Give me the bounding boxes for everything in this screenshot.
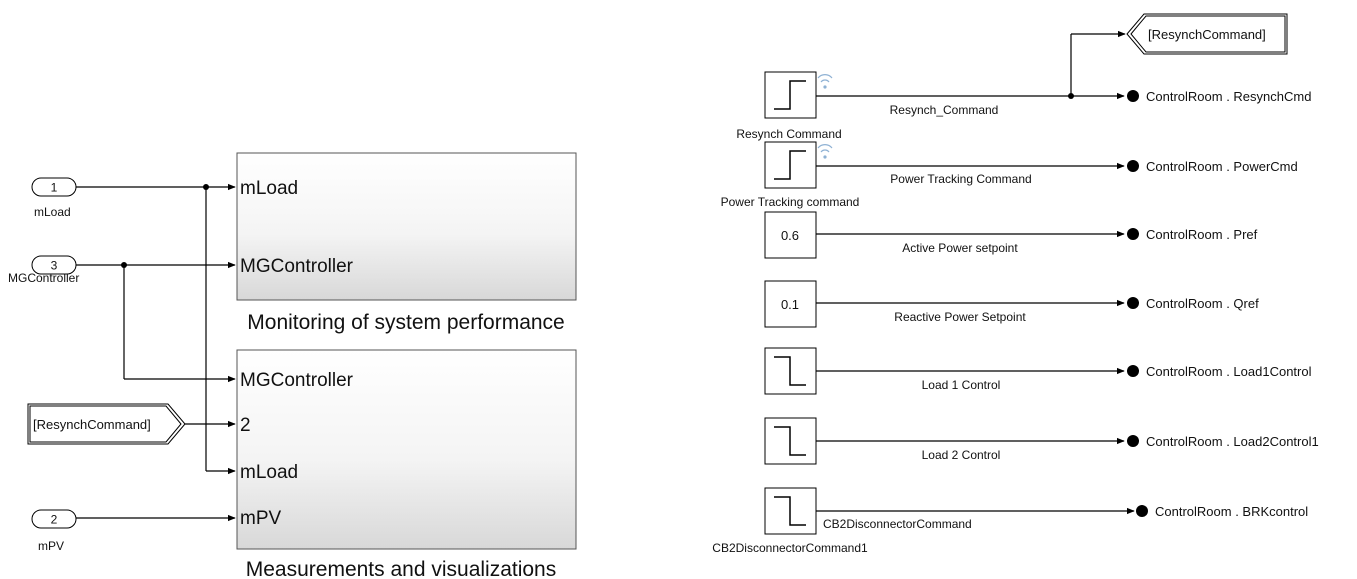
signal-label-active-power: Active Power setpoint — [902, 241, 1018, 255]
signal-label-load1: Load 1 Control — [922, 378, 1001, 392]
goto-block-resynchcommand[interactable]: [ResynchCommand] — [1126, 13, 1288, 55]
svg-text:2: 2 — [51, 513, 58, 527]
destination-dot — [1127, 90, 1139, 102]
destination-dot — [1127, 297, 1139, 309]
inport-label-mload: mLoad — [34, 205, 71, 219]
destination-dot — [1127, 435, 1139, 447]
wireless-icon — [817, 144, 833, 159]
destination-dot — [1127, 228, 1139, 240]
branch-point — [1068, 93, 1074, 99]
svg-text:0.1: 0.1 — [781, 297, 799, 312]
signal-label-power-tracking: Power Tracking Command — [890, 172, 1031, 186]
block-label-power-tracking: Power Tracking command — [721, 195, 860, 209]
destination-label: ControlRoom . Load1Control — [1146, 364, 1312, 379]
destination-label: ControlRoom . BRKcontrol — [1155, 504, 1308, 519]
destination-label: ControlRoom . PowerCmd — [1146, 159, 1298, 174]
block-label-resynch-command: Resynch Command — [736, 127, 841, 141]
destination-dot — [1127, 365, 1139, 377]
svg-text:3: 3 — [51, 259, 58, 273]
step-block-load2[interactable] — [764, 417, 817, 465]
subsystem-measurements[interactable]: MGController 2 mLoad mPV — [236, 349, 577, 550]
svg-text:[ResynchCommand]: [ResynchCommand] — [33, 417, 151, 432]
port-label: mLoad — [240, 462, 298, 483]
subsystem-monitoring[interactable]: mLoad MGController — [236, 152, 577, 301]
inport-mload[interactable]: 1 — [31, 177, 77, 197]
block-label-cb2disconnector: CB2DisconnectorCommand1 — [712, 541, 868, 555]
port-label: mLoad — [240, 178, 298, 199]
constant-block-reactive-power[interactable]: 0.1 — [764, 280, 817, 328]
inport-mpv[interactable]: 2 — [31, 509, 77, 529]
step-block-power-tracking[interactable] — [764, 141, 817, 189]
port-label: 2 — [240, 415, 251, 436]
destination-dot — [1127, 160, 1139, 172]
port-label: mPV — [240, 508, 282, 529]
signal-label-load2: Load 2 Control — [922, 448, 1001, 462]
from-block-resynchcommand[interactable]: [ResynchCommand] — [27, 403, 186, 445]
destination-label: ControlRoom . Pref — [1146, 227, 1258, 242]
left-wires — [76, 183, 236, 522]
signal-label-cb2disconnector: CB2DisconnectorCommand — [823, 517, 972, 531]
destination-label: ControlRoom . ResynchCmd — [1146, 89, 1311, 104]
step-block-cb2disconnector[interactable] — [764, 487, 817, 535]
svg-text:0.6: 0.6 — [781, 228, 799, 243]
step-block-resynch-command[interactable] — [764, 71, 817, 119]
svg-text:1: 1 — [51, 181, 58, 195]
inport-label-mgcontroller: MGController — [8, 271, 79, 285]
constant-block-active-power[interactable]: 0.6 — [764, 211, 817, 259]
port-label: MGController — [240, 370, 354, 391]
wireless-icon — [817, 74, 833, 89]
destination-label: ControlRoom . Load2Control1 — [1146, 434, 1319, 449]
step-block-load1[interactable] — [764, 347, 817, 395]
signal-label-resynch-command: Resynch_Command — [890, 103, 999, 117]
signal-label-reactive-power: Reactive Power Setpoint — [894, 310, 1026, 324]
port-label: MGController — [240, 256, 354, 277]
inport-label-mpv: mPV — [38, 539, 64, 553]
subsystem-title-measurements: Measurements and visualizations — [246, 558, 557, 579]
destination-dot — [1136, 505, 1148, 517]
svg-text:[ResynchCommand]: [ResynchCommand] — [1148, 27, 1266, 42]
subsystem-title-monitoring: Monitoring of system performance — [247, 311, 564, 334]
destination-label: ControlRoom . Qref — [1146, 296, 1259, 311]
